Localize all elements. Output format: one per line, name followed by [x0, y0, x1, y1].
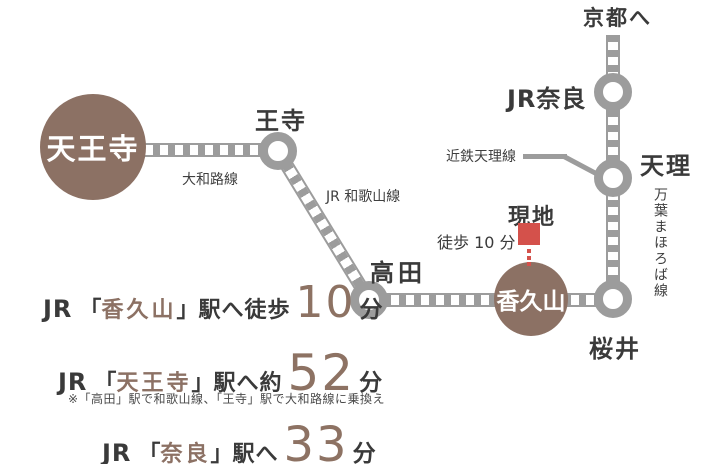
access-mid-text: 駅へ [232, 442, 279, 464]
access-minutes-unit: 分 [352, 441, 376, 464]
line-label-manyo-mahoroba: 万葉まほろば線 [652, 187, 668, 299]
access-minutes-unit: 分 [359, 370, 383, 396]
station-ring-oji [259, 132, 297, 170]
access-station-name: 香久山 [101, 298, 177, 323]
to-kyoto-label: 京都へ [583, 6, 652, 30]
station-label-tennoji: 天王寺 [46, 132, 140, 166]
access-station-name: 天王寺 [116, 371, 192, 396]
access-minutes-number: 33 [283, 417, 349, 464]
site-dotted-line-dot [527, 249, 531, 253]
access-minutes-number: 10 [295, 277, 356, 328]
access-line-nara: JR 「 奈良 」 駅へ 33 分 [102, 421, 376, 464]
access-mid-text: 駅へ約 [213, 371, 283, 396]
bracket-close: 」 [176, 298, 199, 323]
station-circle-tennoji: 天王寺 [40, 94, 146, 200]
station-label-jr-nara: JR奈良 [507, 85, 587, 113]
access-minutes-unit: 分 [359, 297, 383, 323]
access-jr-prefix: JR [102, 439, 132, 464]
bracket-close: 」 [191, 371, 214, 396]
transfer-note: ※「高田」駅で和歌山線、「王寺」駅で大和路線に乗換え [68, 392, 386, 406]
station-ring-jr-nara [594, 73, 632, 111]
bracket-open: 「 [79, 298, 102, 323]
line-label-kintetsu-tenri: 近鉄天理線 [446, 149, 516, 165]
access-jr-prefix: JR [43, 295, 73, 323]
access-line-kaguyama: JR 「 香久山 」 駅へ徒歩 10 分 [43, 281, 382, 325]
site-walk-label: 徒歩 10 分 [437, 233, 516, 252]
station-circle-kaguyama: 香久山 [494, 262, 568, 336]
line-label-yamatoji: 大和路線 [182, 172, 238, 188]
rail-line-manyo-horizontal [369, 293, 613, 307]
station-ring-sakurai [594, 280, 632, 318]
station-label-takada: 高田 [370, 259, 426, 287]
access-station-name: 奈良 [160, 442, 211, 464]
bracket-open: 「 [94, 371, 117, 396]
bracket-open: 「 [138, 442, 161, 464]
access-minutes-number: 52 [287, 344, 356, 402]
station-label-oji: 王寺 [255, 107, 307, 135]
access-line-tennoji: JR 「 天王寺 」 駅へ約 52 分 [58, 348, 382, 398]
station-label-kaguyama: 香久山 [496, 289, 566, 315]
station-ring-tenri [594, 159, 632, 197]
kintetsu-line-segment-1 [523, 154, 567, 159]
bracket-close: 」 [210, 442, 233, 464]
site-dotted-line-dot [527, 256, 531, 260]
station-ring-takada [350, 281, 388, 319]
site-marker-square [518, 223, 540, 245]
access-jr-prefix: JR [58, 368, 88, 396]
line-label-wakayama: JR 和歌山線 [326, 189, 401, 205]
site-dotted-line-dot [527, 262, 531, 266]
station-label-tenri: 天理 [640, 152, 692, 180]
access-mid-text: 駅へ徒歩 [198, 298, 291, 323]
station-label-sakurai: 桜井 [589, 335, 641, 363]
